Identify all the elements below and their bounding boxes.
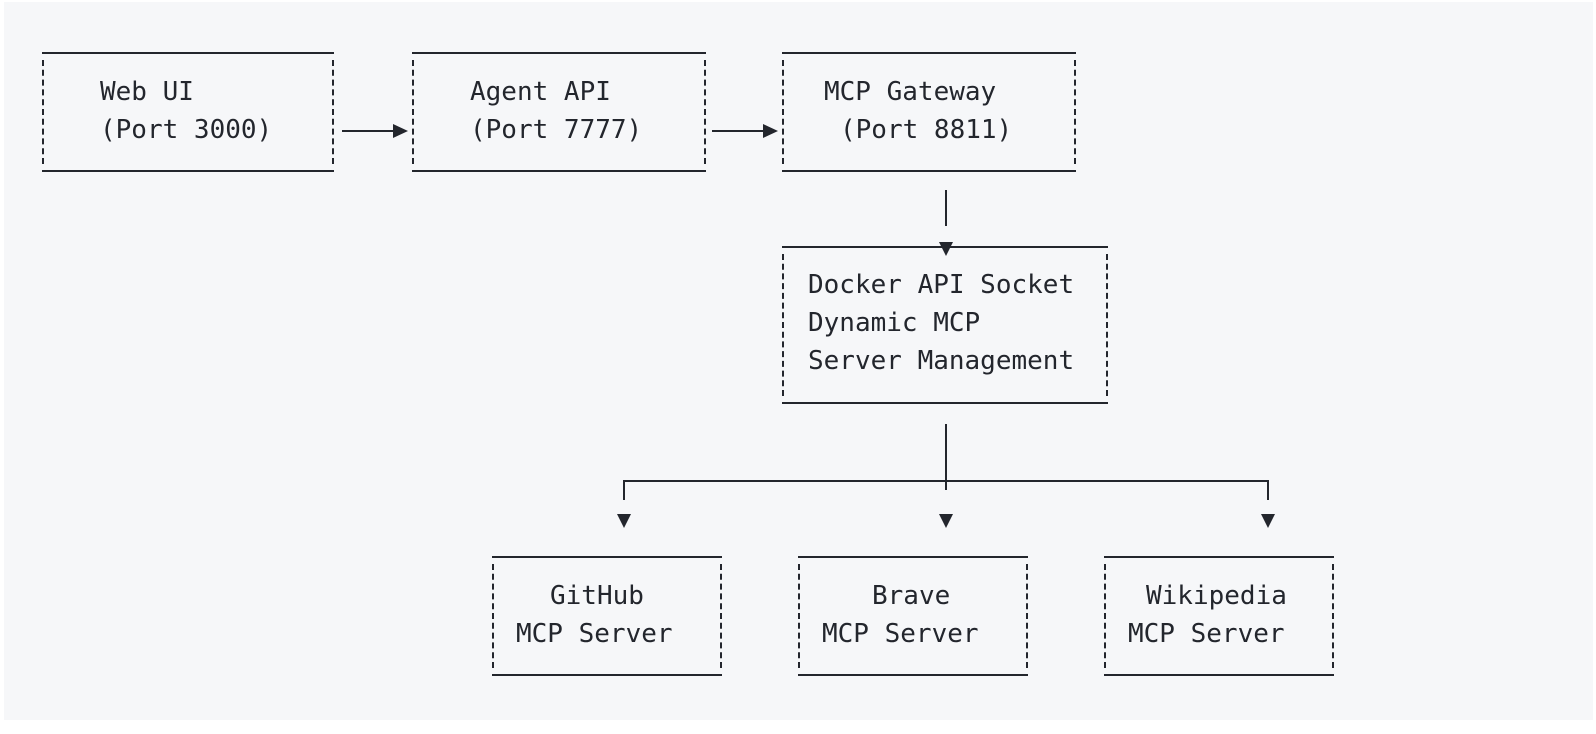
mcp-gateway-node [782,52,1076,172]
mcp-gateway-title: MCP Gateway [824,77,997,107]
github-node [492,556,722,676]
arrowhead-github [617,514,631,528]
docker-node [782,246,1108,404]
arrowhead-wikipedia [1261,514,1275,528]
github-title: GitHub [550,581,644,611]
github-subtitle: MCP Server [516,619,673,649]
wikipedia-node [1104,556,1334,676]
branch-bracket-line [623,480,1269,500]
brave-subtitle: MCP Server [822,619,979,649]
docker-line-2: Dynamic MCP [808,308,981,338]
arrowhead-brave [939,514,953,528]
wikipedia-subtitle: MCP Server [1128,619,1285,649]
arrowhead-docker [939,242,953,256]
web-ui-node [42,52,334,172]
docker-line-3: Server Management [808,346,1075,376]
web-ui-port: (Port 3000) [100,115,273,145]
agent-api-title: Agent API [470,77,611,107]
docker-line-1: Docker API Socket [808,270,1075,300]
agent-api-port: (Port 7777) [470,115,643,145]
brave-node [798,556,1028,676]
arrowhead-agent-api [393,124,408,138]
mcp-gateway-port: (Port 8811) [840,115,1013,145]
wikipedia-title: Wikipedia [1146,581,1287,611]
arrowhead-mcp-gateway [763,124,778,138]
web-ui-title: Web UI [100,77,194,107]
brave-title: Brave [872,581,951,611]
agent-api-node [412,52,706,172]
